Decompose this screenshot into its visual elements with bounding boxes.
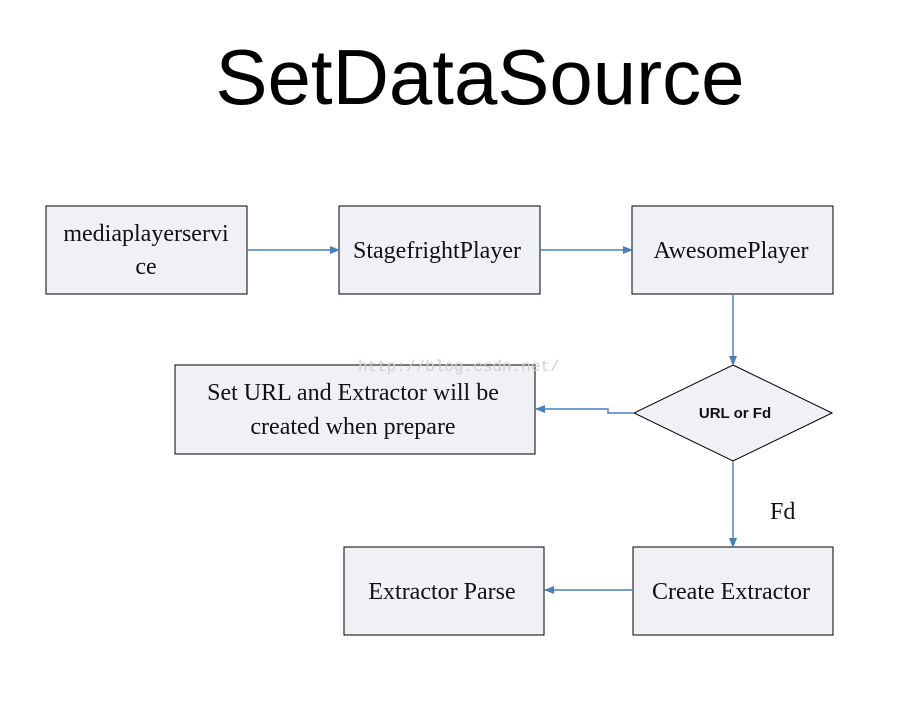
edge-label-fd: Fd: [770, 499, 795, 525]
node-create-extractor-label: Create Extractor: [652, 579, 810, 605]
node-stagefright-player: StagefrightPlayer: [338, 205, 541, 295]
node-extractor-parse-box: [343, 546, 545, 636]
node-stagefright-player-label: StagefrightPlayer: [353, 238, 521, 264]
node-create-extractor-box: [632, 546, 834, 636]
decision-label: URL or Fd: [699, 405, 771, 422]
node-extractor-parse: Extractor Parse: [343, 546, 545, 636]
node-set-url: Set URL and Extractor will be created wh…: [174, 364, 536, 455]
page-title: SetDataSource: [216, 33, 745, 121]
node-stagefright-player-box: [338, 205, 541, 295]
node-mediaplayerservice-label-line1: mediaplayerservi: [63, 221, 229, 247]
node-mediaplayerservice: mediaplayerservi ce: [45, 205, 248, 295]
arrow-decision-to-set-url: [535, 405, 634, 414]
node-mediaplayerservice-label-line2: ce: [135, 254, 156, 280]
node-extractor-parse-label: Extractor Parse: [368, 579, 515, 605]
node-set-url-label-line1: Set URL and Extractor will be: [207, 380, 499, 406]
node-awesome-player-label: AwesomePlayer: [653, 238, 808, 264]
watermark-text: http://blog.csdn.net/: [358, 358, 560, 376]
node-awesome-player: AwesomePlayer: [631, 205, 834, 295]
node-awesome-player-box: [631, 205, 834, 295]
node-set-url-box: [174, 364, 536, 455]
node-mediaplayerservice-box: [45, 205, 248, 295]
node-url-or-fd-decision: URL or Fd: [632, 364, 834, 462]
node-set-url-label-line2: created when prepare: [250, 414, 455, 440]
node-create-extractor: Create Extractor: [632, 546, 834, 636]
